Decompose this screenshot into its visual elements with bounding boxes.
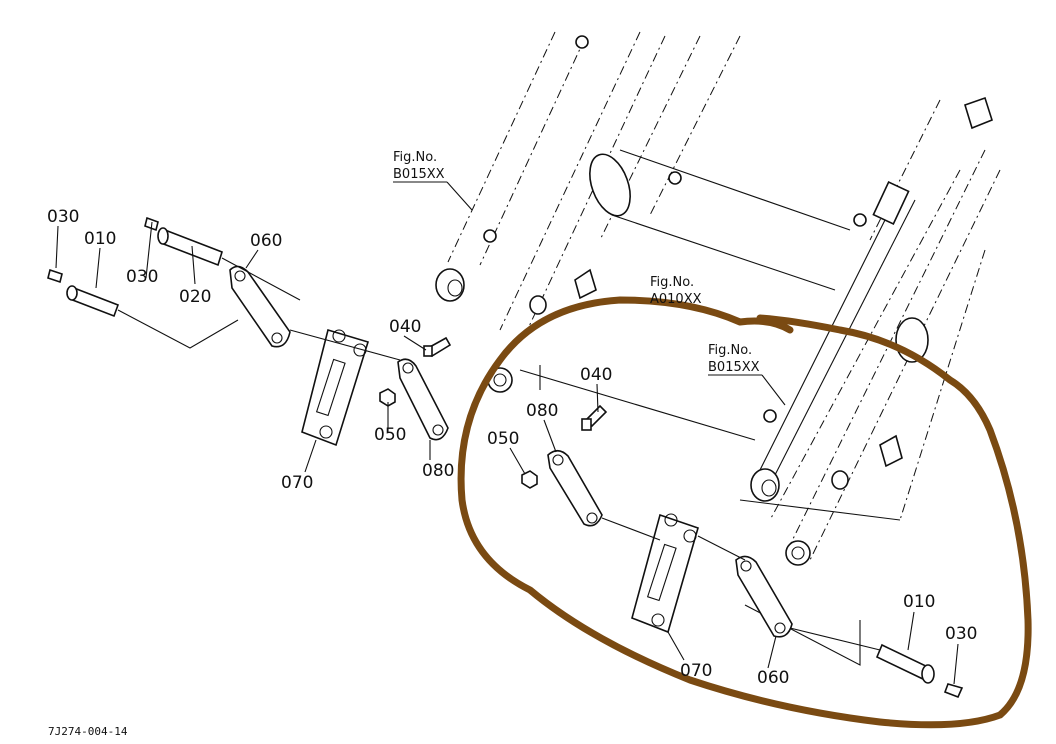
label-040: 040 (580, 365, 612, 385)
right-parts-group (521, 404, 964, 699)
label-070: 070 (680, 661, 712, 681)
pin-020-left (157, 227, 223, 267)
label-leaders (55, 221, 959, 685)
label-070: 070 (281, 473, 313, 493)
fig-ref-1-code: B015XX (393, 167, 445, 182)
link-080-right (547, 449, 603, 527)
fig-ref-2: Fig.No. A010XX (650, 275, 702, 307)
grease-fitting-030-left-a (47, 268, 63, 284)
drawing-code: 7J274-004-14 (48, 725, 128, 738)
label-030: 030 (126, 267, 158, 287)
label-050: 050 (487, 429, 519, 449)
fig-ref-2-code: A010XX (650, 292, 702, 307)
label-040: 040 (389, 317, 421, 337)
fig-ref-1: Fig.No. B015XX (393, 150, 473, 211)
label-020: 020 (179, 287, 211, 307)
fig-ref-3: Fig.No. B015XX (708, 343, 786, 406)
label-030: 030 (47, 207, 79, 227)
label-060: 060 (250, 231, 282, 251)
bolt-040-left (423, 336, 452, 358)
label-010: 010 (903, 592, 935, 612)
part-labels-right: 040 080 050 070 060 010 030 (487, 365, 977, 688)
label-060: 060 (757, 668, 789, 688)
bolt-040-right (581, 404, 608, 431)
left-parts-group (47, 216, 452, 447)
fig-ref-3-label: Fig.No. (708, 343, 752, 358)
nut-050-left (379, 388, 396, 407)
fig-ref-1-label: Fig.No. (393, 150, 437, 165)
link-060-left (229, 265, 291, 348)
label-030: 030 (945, 624, 977, 644)
fig-ref-2-label: Fig.No. (650, 275, 694, 290)
link-080-left (397, 358, 449, 441)
part-labels-left: 030 010 030 020 060 040 050 070 080 (47, 207, 454, 493)
grease-fitting-030-right (943, 683, 964, 699)
nut-050-right (521, 470, 538, 489)
label-050: 050 (374, 425, 406, 445)
label-080: 080 (526, 401, 558, 421)
fig-ref-3-code: B015XX (708, 360, 760, 375)
link-060-right (735, 555, 793, 638)
label-010: 010 (84, 229, 116, 249)
plate-070-left (301, 328, 370, 447)
pin-010-right (875, 643, 935, 684)
highlight-circle (457, 296, 1032, 729)
plate-070-right (631, 513, 699, 634)
pin-010-left (66, 285, 120, 318)
label-080: 080 (422, 461, 454, 481)
